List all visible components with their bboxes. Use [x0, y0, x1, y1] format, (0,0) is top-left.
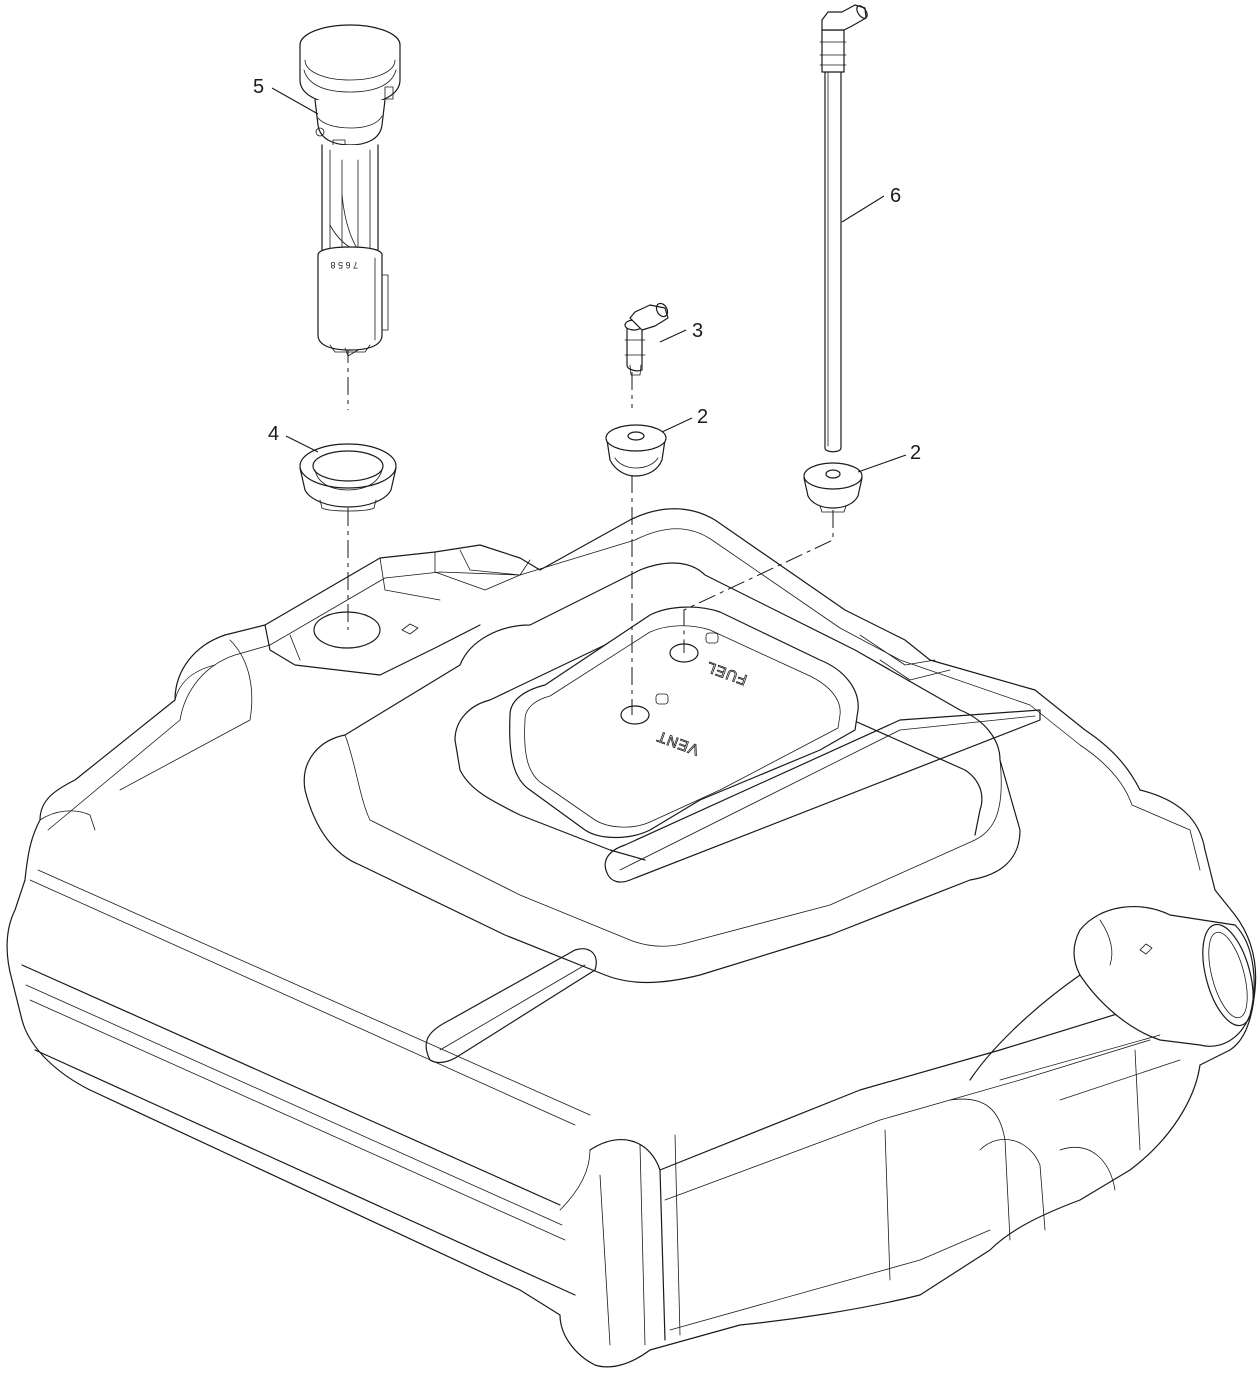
fuel-tank: FUEL VENT: [6, 508, 1257, 1368]
callout-5: 5: [253, 76, 264, 98]
callout-2-fuel: 2: [910, 442, 921, 464]
callout-labels: 5 4 3 2 2 6: [253, 76, 921, 464]
fuel-grommet: [803, 462, 863, 513]
sender-grommet: [299, 443, 397, 512]
callout-leaders: [271, 87, 907, 473]
elbow-fitting: [624, 302, 669, 376]
callout-2-vent: 2: [697, 406, 708, 428]
callout-3: 3: [692, 320, 703, 342]
fuel-sender: 7 6 5 8: [299, 24, 401, 357]
callout-4: 4: [268, 423, 279, 445]
callout-6: 6: [890, 185, 901, 207]
pickup-tube: [819, 4, 868, 453]
sender-marking: 7 6 5 8: [330, 260, 358, 270]
filler-neck: [969, 905, 1255, 1101]
vent-grommet: [605, 424, 667, 477]
